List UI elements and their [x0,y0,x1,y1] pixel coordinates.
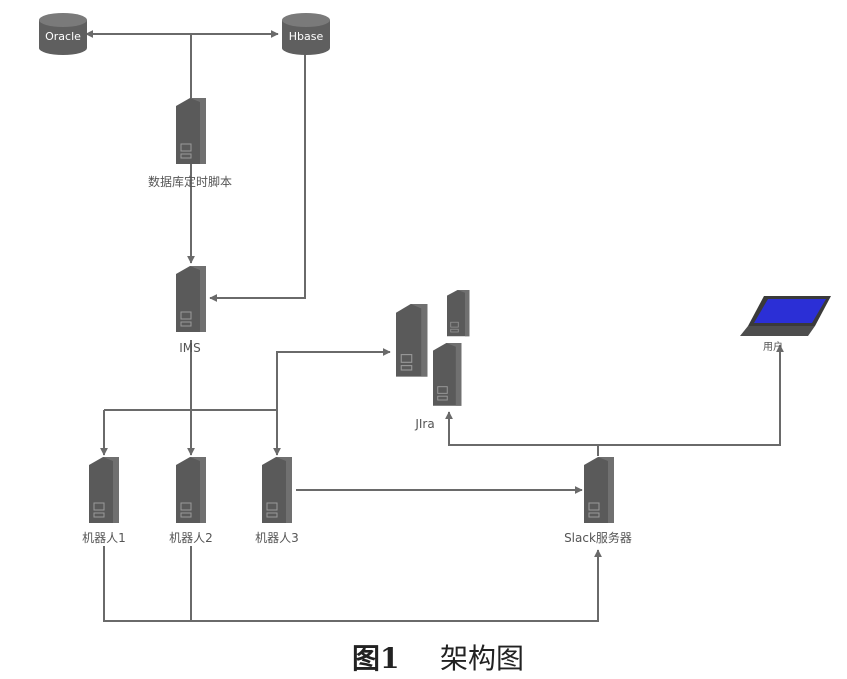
jira-servers [395,289,470,407]
robot2-label: 机器人2 [169,531,213,545]
figure-number: 图1 [352,642,399,675]
robot3-to-jira-connector [273,348,391,456]
ims-label: IMS [179,341,201,355]
db-script-server [175,97,207,165]
jira-label: JIra [414,417,434,431]
db-script-label: 数据库定时脚本 [148,174,232,189]
laptop-icon [740,296,831,336]
database-hbase: Hbase [282,13,330,55]
slack-to-client-connector [598,344,784,446]
figure-title: 架构图 [440,642,524,675]
oracle-label: Oracle [45,30,81,43]
hbase-to-ims-connector [209,54,306,302]
robot3-label: 机器人3 [255,531,299,545]
hbase-label: Hbase [289,30,324,43]
robot2-server [175,456,207,524]
slack-label: Slack服务器 [564,530,632,545]
robot1-label: 机器人1 [82,531,126,545]
robots-to-slack-connector [103,546,602,622]
slack-server [583,456,615,524]
robot1-server [88,456,120,524]
database-oracle: Oracle [39,13,87,55]
ims-server [175,265,207,333]
slack-to-jira-connector [445,411,599,456]
connectors [85,30,784,622]
client-label: 用户 [763,340,783,353]
robot3-server [261,456,293,524]
